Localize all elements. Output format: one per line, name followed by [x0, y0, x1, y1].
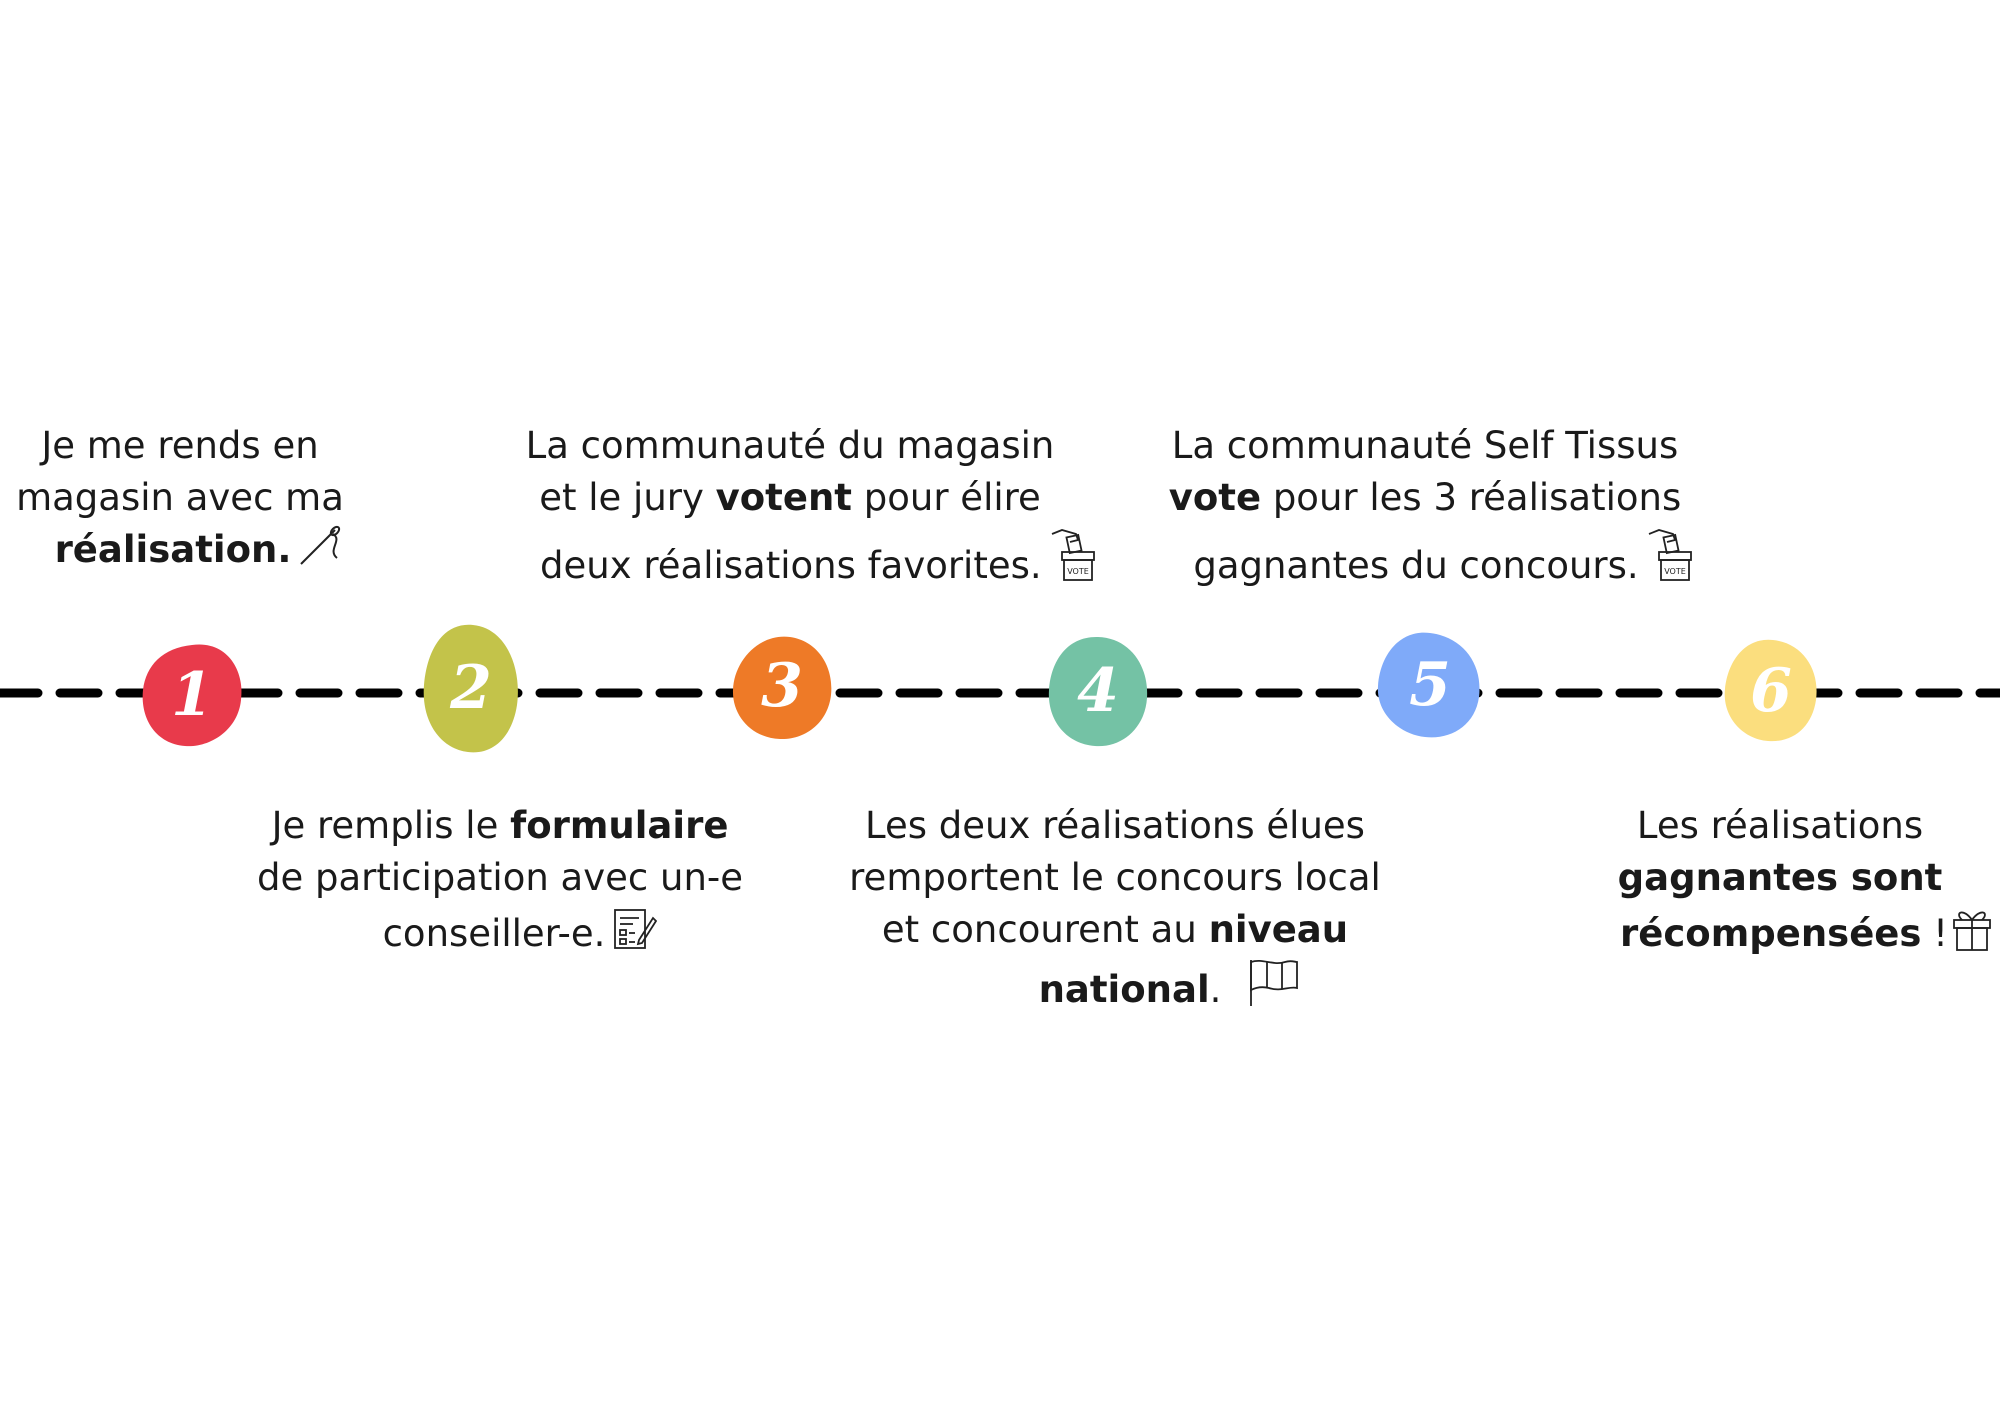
step-6-bold-gagnantes: gagnantes sont [1617, 856, 1943, 899]
step-2-blob [423, 624, 518, 753]
step-4-line-3: et concourent au niveau [881, 908, 1349, 951]
step-5-line-3: gagnantes du concours. VOTE [1130, 524, 1720, 598]
step-3-blob [732, 636, 832, 740]
step-6-number: 6 [1750, 656, 1792, 726]
step-4-blob [1048, 636, 1148, 747]
ballot-box-icon: VOTE [1645, 524, 1697, 598]
flag-icon [1245, 956, 1301, 1022]
step-6-line-1: Les réalisations [1636, 804, 1924, 847]
step-5-bold-vote: vote [1168, 476, 1262, 519]
step-2-line-2: de participation avec un-e [256, 856, 744, 899]
step-2-description: Je remplis le formulaire de participatio… [240, 800, 760, 966]
step-3-description: La communauté du magasin et le jury vote… [500, 420, 1095, 598]
step-3-line-3: deux réalisations favorites. VOTE [500, 524, 1095, 598]
step-5-number: 5 [1409, 650, 1451, 720]
step-5-description: La communauté Self Tissus vote pour les … [1130, 420, 1720, 598]
step-1-line-2: magasin avec ma [16, 476, 344, 519]
step-1-description: Je me rends en magasin avec ma réalisati… [0, 420, 360, 582]
step-4-description: Les deux réalisations élues remportent l… [830, 800, 1400, 1022]
step-1-line-1: Je me rends en [41, 424, 319, 467]
step-6-line-3: récompensées ! [1580, 904, 1991, 966]
step-4-number: 4 [1077, 656, 1119, 726]
step-4-line-1: Les deux réalisations élues [865, 804, 1365, 847]
step-6-blob [1724, 639, 1817, 742]
step-1-line-3: réalisation. [0, 524, 360, 582]
svg-text:VOTE: VOTE [1067, 567, 1089, 576]
step-6-bold-recompensees: récompensées [1620, 912, 1922, 955]
step-2-line-1: Je remplis le formulaire [271, 804, 729, 847]
step-6-line-2: gagnantes sont [1580, 852, 1980, 904]
step-2-bold-formulaire: formulaire [510, 804, 729, 847]
step-1-number: 1 [171, 660, 213, 730]
step-3-number: 3 [761, 651, 803, 721]
step-4-line-4: national. [830, 956, 1400, 1022]
step-3-line-2: et le jury votent pour élire [539, 476, 1041, 519]
needle-thread-icon [297, 524, 345, 582]
step-4-bold-niveau: niveau [1208, 908, 1349, 951]
step-5-line-1: La communauté Self Tissus [1171, 424, 1679, 467]
step-6-description: Les réalisations gagnantes sont récompen… [1580, 800, 1991, 966]
step-5-blob [1377, 632, 1480, 738]
gift-icon [1950, 904, 1994, 966]
svg-text:VOTE: VOTE [1664, 567, 1686, 576]
step-2-line-3: conseiller-e. [240, 904, 760, 966]
step-1-bold-realisation: réalisation. [54, 528, 292, 571]
step-4-bold-national: national [1038, 968, 1210, 1011]
step-1-blob [142, 644, 242, 747]
step-4-line-2: remportent le concours local [849, 856, 1381, 899]
step-3-line-1: La communauté du magasin [525, 424, 1055, 467]
step-3-bold-votent: votent [715, 476, 852, 519]
ballot-box-icon: VOTE [1048, 524, 1100, 598]
step-2-number: 2 [450, 653, 492, 723]
step-5-line-2: vote pour les 3 réalisations [1168, 476, 1682, 519]
form-pencil-icon [611, 904, 658, 966]
